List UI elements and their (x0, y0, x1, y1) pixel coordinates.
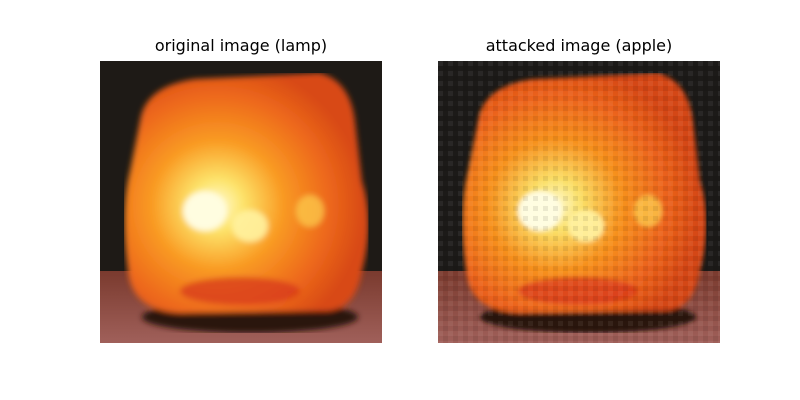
attacked-image (438, 61, 720, 343)
original-image-title: original image (lamp) (154, 36, 328, 55)
original-image (100, 61, 382, 343)
attacked-image-title: attacked image (apple) (485, 36, 673, 55)
